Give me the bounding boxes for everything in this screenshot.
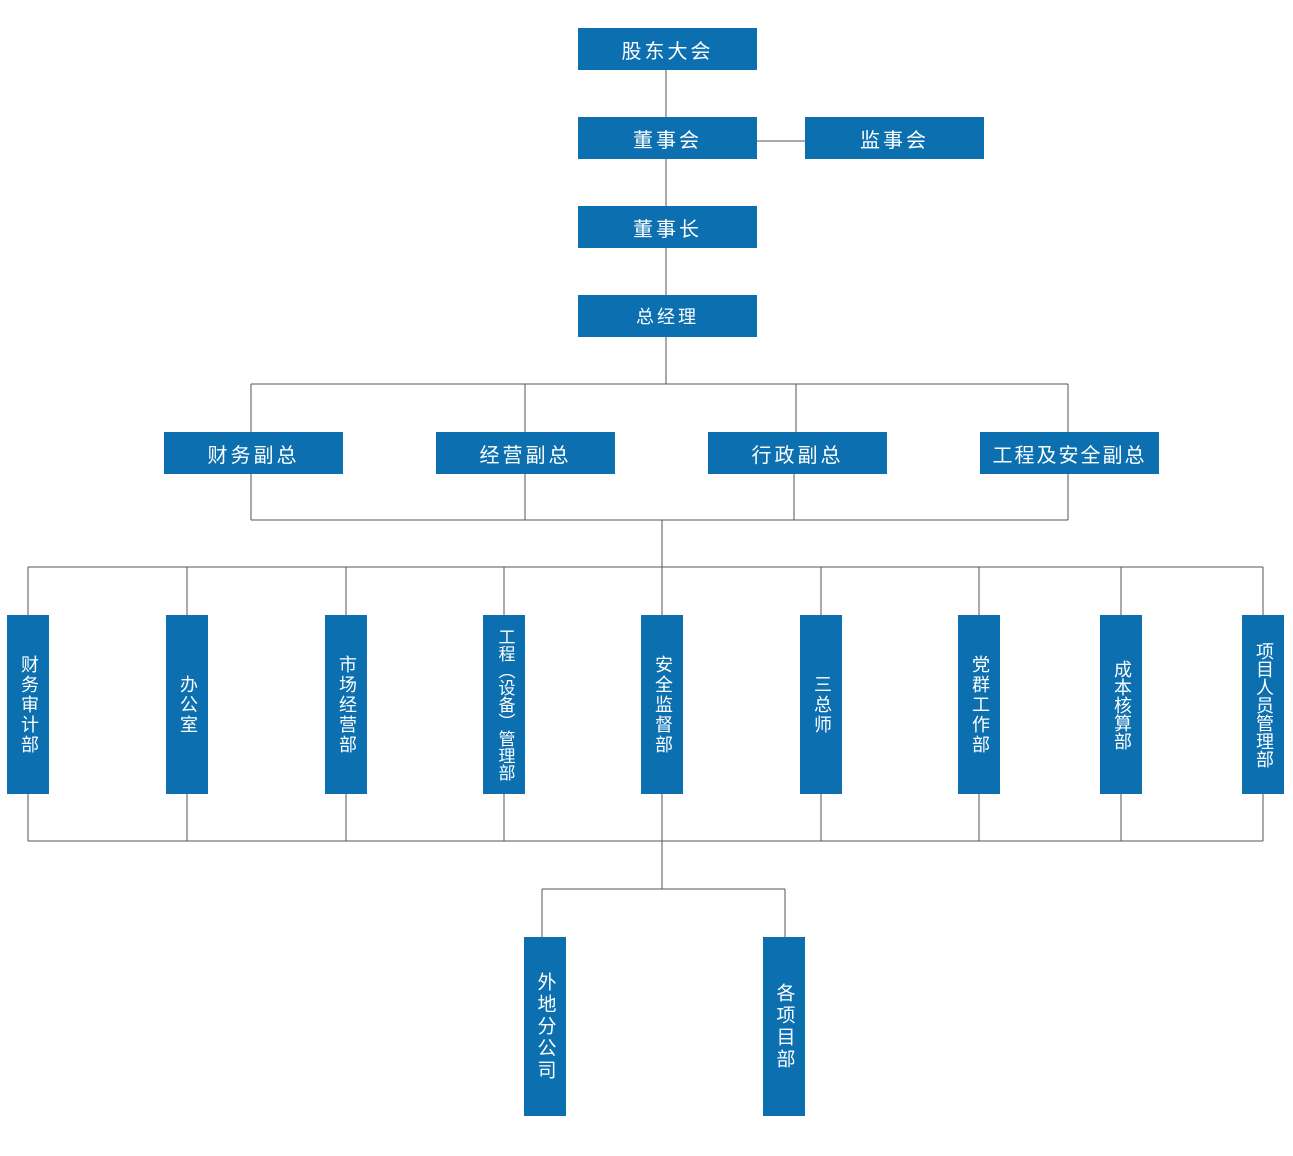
branch-project-departments-label: 各项目部 — [773, 982, 796, 1071]
vp-finance-label: 财务副总 — [207, 442, 300, 467]
dept-engineering-equipment-label: 工程（设备）管理部 — [494, 628, 515, 781]
vp-finance-box: 财务副总 — [164, 432, 343, 474]
dept-three-chief-engineers-box: 三总师 — [800, 615, 842, 794]
vp-operations-box: 经营副总 — [436, 432, 615, 474]
board-of-supervisors-label: 监事会 — [860, 127, 929, 152]
dept-office-box: 办公室 — [166, 615, 208, 794]
general-manager-label: 总经理 — [636, 307, 699, 328]
dept-finance-audit-label: 财务审计部 — [18, 654, 39, 755]
general-manager-box: 总经理 — [578, 295, 757, 337]
branch-remote-subsidiaries-label: 外地分公司 — [534, 971, 557, 1082]
dept-cost-accounting-box: 成本核算部 — [1100, 615, 1142, 794]
branch-remote-subsidiaries-box: 外地分公司 — [524, 937, 566, 1116]
dept-marketing-box: 市场经营部 — [325, 615, 367, 794]
dept-safety-supervision-label: 安全监督部 — [652, 654, 673, 755]
board-of-supervisors-box: 监事会 — [805, 117, 984, 159]
dept-project-personnel-box: 项目人员管理部 — [1242, 615, 1284, 794]
vp-administration-box: 行政副总 — [708, 432, 887, 474]
vp-engineering-safety-box: 工程及安全副总 — [980, 432, 1159, 474]
shareholders-meeting-label: 股东大会 — [621, 38, 714, 63]
chairman-box: 董事长 — [578, 206, 757, 248]
vp-administration-label: 行政副总 — [751, 442, 844, 467]
board-of-directors-label: 董事会 — [633, 127, 702, 152]
shareholders-meeting-box: 股东大会 — [578, 28, 757, 70]
dept-safety-supervision-box: 安全监督部 — [641, 615, 683, 794]
dept-party-affairs-box: 党群工作部 — [958, 615, 1000, 794]
dept-three-chief-engineers-label: 三总师 — [811, 674, 832, 735]
dept-party-affairs-label: 党群工作部 — [969, 654, 990, 755]
vp-engineering-safety-label: 工程及安全副总 — [992, 442, 1147, 467]
dept-marketing-label: 市场经营部 — [336, 654, 357, 755]
branch-project-departments-box: 各项目部 — [763, 937, 805, 1116]
dept-finance-audit-box: 财务审计部 — [7, 615, 49, 794]
vp-operations-label: 经营副总 — [479, 442, 572, 467]
dept-project-personnel-label: 项目人员管理部 — [1253, 641, 1274, 768]
board-of-directors-box: 董事会 — [578, 117, 757, 159]
dept-cost-accounting-label: 成本核算部 — [1111, 659, 1132, 750]
chairman-label: 董事长 — [633, 216, 702, 241]
dept-engineering-equipment-box: 工程（设备）管理部 — [483, 615, 525, 794]
dept-office-label: 办公室 — [177, 674, 198, 735]
